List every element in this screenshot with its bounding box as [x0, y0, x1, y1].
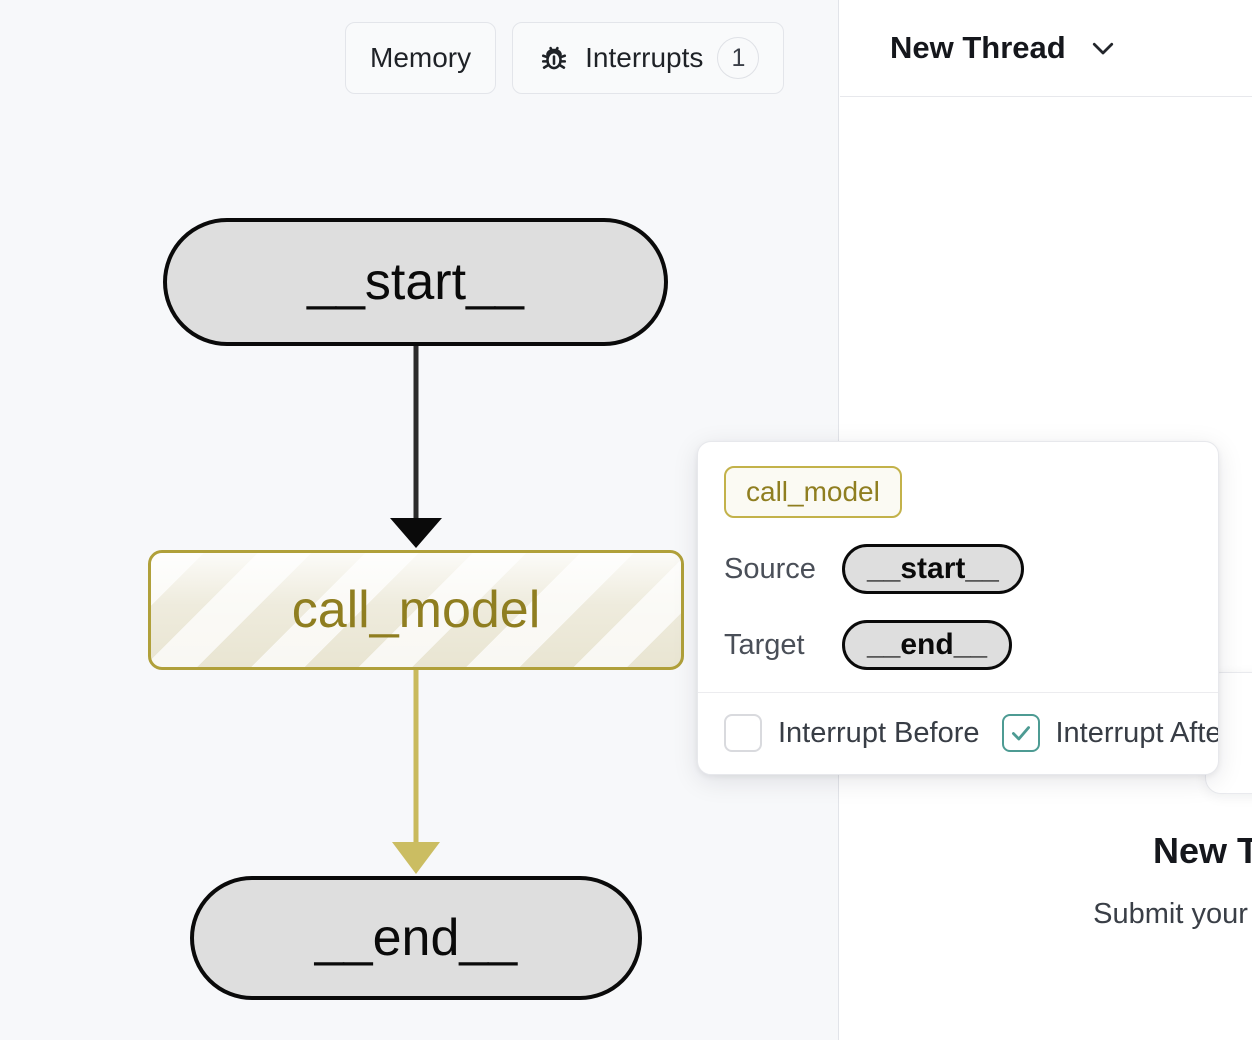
empty-state-subtitle: Submit your input — [1093, 898, 1252, 930]
thread-empty-state: New T Submit your input — [840, 830, 1252, 931]
interrupts-button[interactable]: Interrupts 1 — [512, 22, 785, 94]
interrupt-before-checkbox[interactable]: Interrupt Before — [724, 714, 980, 752]
graph-edges — [390, 346, 442, 874]
graph-node-start[interactable]: __start__ — [163, 218, 668, 346]
thread-title: New Thread — [890, 30, 1066, 65]
chevron-down-icon[interactable] — [1088, 33, 1118, 63]
popup-body: call_model Source __start__ Target __end… — [698, 442, 1218, 692]
interrupts-count-badge: 1 — [717, 37, 760, 79]
graph-node-call-model[interactable]: call_model — [148, 550, 684, 670]
popup-target-label: Target — [724, 628, 805, 661]
interrupts-button-label: Interrupts — [585, 42, 704, 73]
memory-button-label: Memory — [370, 42, 472, 73]
edge-start-to-call-model — [390, 346, 442, 548]
node-start-label: __start__ — [307, 253, 524, 311]
node-call-model-label: call_model — [291, 581, 541, 639]
bug-icon — [537, 41, 571, 75]
interrupt-after-checkbox[interactable]: Interrupt After — [1001, 714, 1219, 752]
popup-source-label: Source — [724, 552, 816, 585]
popup-source-row: Source __start__ — [724, 544, 1192, 594]
interrupt-before-label: Interrupt Before — [778, 716, 980, 749]
node-config-popup: call_model Source __start__ Target __end… — [697, 441, 1219, 775]
empty-state-title: New T — [1152, 830, 1252, 871]
popup-source-value[interactable]: __start__ — [842, 544, 1024, 594]
thread-header: New Thread — [840, 0, 1252, 97]
popup-footer: Interrupt Before Interrupt After — [698, 692, 1218, 774]
node-end-label: __end__ — [314, 909, 518, 967]
edge-call-model-to-end — [392, 670, 440, 874]
popup-target-value[interactable]: __end__ — [842, 620, 1013, 670]
popup-node-chip[interactable]: call_model — [724, 466, 902, 518]
graph-node-end[interactable]: __end__ — [190, 876, 642, 1000]
popup-target-row: Target __end__ — [724, 620, 1192, 670]
interrupt-after-label: Interrupt After — [1055, 716, 1219, 749]
interrupt-before-box[interactable] — [724, 714, 762, 752]
graph-toolbar: Memory — [345, 22, 785, 94]
overflow-menu-icon[interactable]: ⋮ — [1242, 715, 1252, 745]
memory-button[interactable]: Memory — [345, 22, 497, 94]
interrupt-after-box[interactable] — [1001, 714, 1040, 752]
